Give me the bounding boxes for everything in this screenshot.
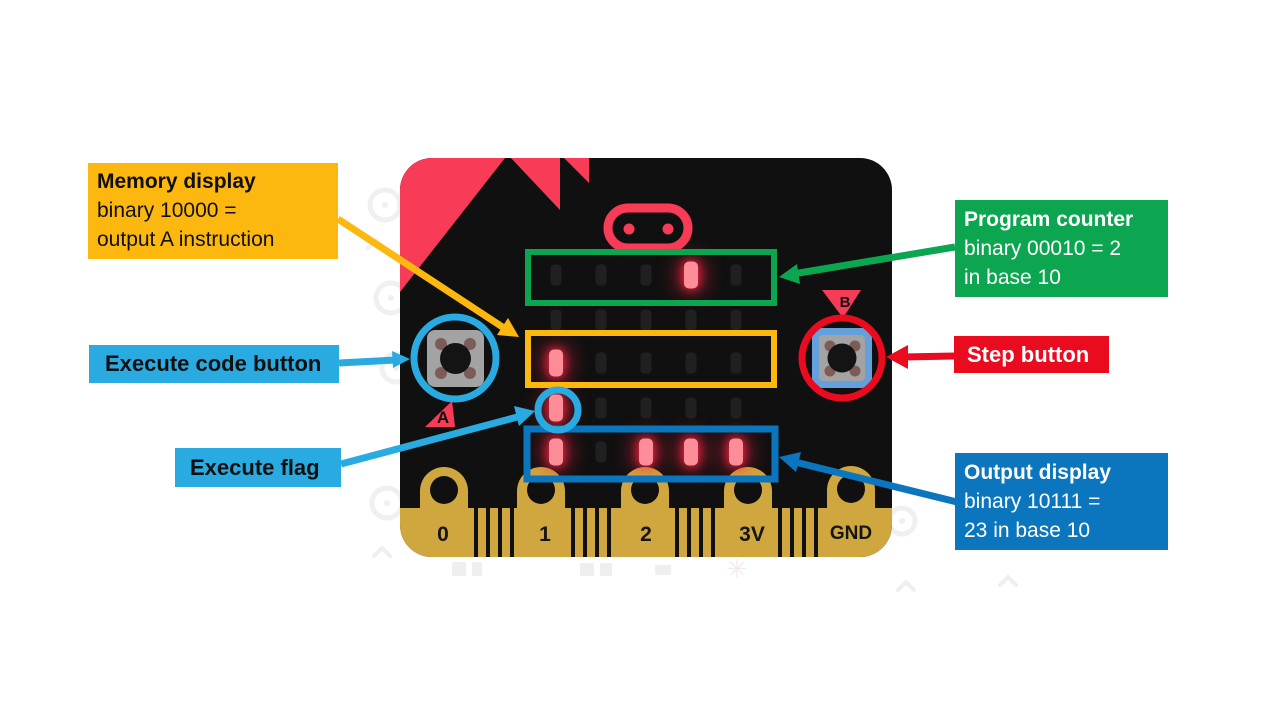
memory-display-title: Memory display: [97, 170, 256, 193]
program-counter-arrow: [779, 243, 956, 284]
button-b-flag: B: [822, 290, 861, 318]
output-display-title: Output display: [964, 461, 1111, 484]
led-row5-col2-off: [595, 441, 607, 463]
led-row2-col2-off: [595, 309, 607, 331]
led-row4-col4-off: [685, 397, 697, 419]
program-counter-highlight-box: [525, 249, 777, 306]
pin-0-label: 0: [437, 523, 449, 546]
led-row5-col5-on: [729, 438, 743, 466]
led-row5-col1-on: [549, 438, 563, 466]
program-counter-label: Program counter binary 00010 = 2 in base…: [955, 200, 1168, 297]
small-pin-separators: [474, 508, 818, 557]
corner-decoration: [400, 158, 589, 292]
led-row1-col3-off: [640, 264, 652, 286]
microbit-board: 0 1 2 3V GND A: [400, 158, 892, 557]
led-row5-col3-on: [639, 438, 653, 466]
output-display-line2: binary 10111 =: [964, 490, 1101, 513]
execute-code-arrow: [338, 351, 410, 368]
led-row1-col1-off: [550, 264, 562, 286]
starburst-mark: ✳: [726, 554, 748, 584]
led-row2-col1-off: [550, 309, 562, 331]
memory-display-highlight-box: [525, 330, 777, 388]
execute-flag-arrow: [340, 406, 535, 468]
led-row4-col2-off: [595, 397, 607, 419]
led-row4-col1-on: [549, 394, 563, 422]
memory-display-arrow: [336, 216, 519, 337]
led-row1-col2-off: [595, 264, 607, 286]
output-display-arrow: [779, 452, 958, 506]
pin-2-label: 2: [640, 523, 652, 546]
output-display-highlight-box: [523, 425, 779, 483]
memory-display-line2: binary 10000 =: [97, 199, 237, 222]
led-row3-col3-off: [640, 352, 652, 374]
pin-holes: [430, 475, 865, 504]
button-a-letter: A: [437, 408, 449, 427]
button-b-highlight-circle: [798, 314, 886, 402]
button-b-cap[interactable]: [827, 343, 857, 373]
button-a-corner-dots: [435, 338, 476, 379]
microbit-logo: [603, 203, 693, 253]
memory-display-line3: output A instruction: [97, 228, 275, 251]
execute-flag-highlight-circle: [534, 386, 582, 434]
program-counter-title: Program counter: [964, 208, 1134, 231]
execute-flag-label: Execute flag: [175, 448, 341, 487]
execute-code-button-label: Execute code button: [89, 345, 339, 383]
button-a-flag: A: [425, 401, 455, 427]
led-row2-col4-off: [685, 309, 697, 331]
logo-pill-icon: [603, 203, 693, 253]
pin-3v-label: 3V: [739, 523, 765, 546]
pin-gnd-label: GND: [830, 523, 872, 544]
led-row5-col4-on: [684, 438, 698, 466]
logo-eye-right-icon: [662, 223, 674, 235]
led-row4-col3-off: [640, 397, 652, 419]
button-b[interactable]: [812, 328, 872, 388]
button-a-cap[interactable]: [440, 343, 471, 374]
button-a[interactable]: [427, 330, 484, 387]
led-row4-col5-off: [730, 397, 742, 419]
annotation-overlays: [410, 249, 886, 483]
pin-1-label: 1: [539, 523, 551, 546]
program-counter-line2: binary 00010 = 2: [964, 237, 1122, 260]
led-row1-col4-on: [684, 261, 698, 289]
memory-display-label: Memory display binary 10000 = output A i…: [88, 163, 338, 259]
annotation-arrows: [336, 216, 958, 506]
button-b-letter: B: [840, 294, 851, 311]
output-display-label: Output display binary 10111 = 23 in base…: [955, 453, 1168, 550]
edge-connector: 0 1 2 3V GND: [400, 466, 892, 557]
led-row2-col5-off: [730, 309, 742, 331]
led-row1-col5-off: [730, 264, 742, 286]
step-button-label: Step button: [954, 336, 1109, 373]
button-b-flag-triangle: [822, 290, 861, 318]
led-row3-col1-on: [549, 349, 563, 377]
logo-eye-left-icon: [623, 223, 635, 235]
step-button-arrow: [886, 345, 956, 369]
button-a-highlight-circle: [410, 313, 500, 403]
led-row3-col4-off: [685, 352, 697, 374]
program-counter-line3: in base 10: [964, 266, 1061, 289]
output-display-line3: 23 in base 10: [964, 519, 1091, 542]
led-matrix: [549, 261, 743, 466]
led-row2-col3-off: [640, 309, 652, 331]
button-a-flag-triangle: [425, 401, 455, 427]
led-row3-col5-off: [730, 352, 742, 374]
led-row3-col2-off: [595, 352, 607, 374]
